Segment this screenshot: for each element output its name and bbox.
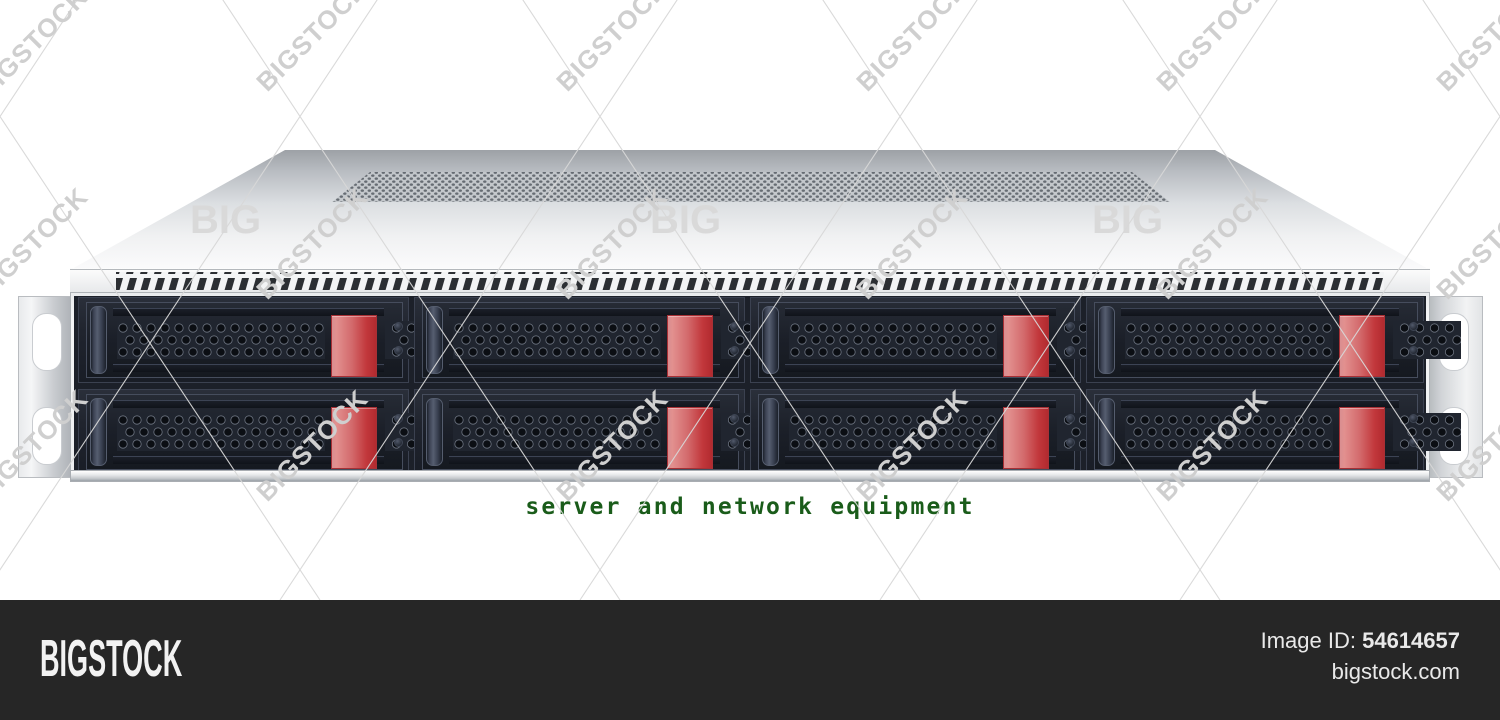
drive-vent-holes: [1125, 321, 1333, 359]
drive-activity-led: [394, 438, 403, 447]
drive-eject-lever[interactable]: [762, 306, 779, 374]
perforation-pattern: [454, 415, 660, 449]
drive-bay-row: [74, 296, 1461, 384]
drive-activity-led: [1066, 346, 1075, 355]
drive-vent-holes-right: [1393, 413, 1461, 451]
caption-text: server and network equipment: [525, 494, 975, 520]
rack-ear-slot: [32, 407, 62, 465]
drive-vent-holes: [117, 321, 325, 359]
drive-vent-holes: [453, 413, 661, 451]
drive-status-led: [1409, 322, 1418, 331]
drive-status-led: [730, 414, 739, 423]
drive-eject-lever[interactable]: [1098, 306, 1115, 374]
drive-bay[interactable]: [78, 389, 453, 475]
drive-bay[interactable]: [750, 297, 1125, 383]
drive-activity-led: [394, 346, 403, 355]
drive-vent-holes-right: [1393, 321, 1461, 359]
drive-latch-handle[interactable]: [1003, 315, 1049, 377]
chassis-top-svg: [70, 150, 1430, 296]
bigstock-logo: BIGSTOCK: [40, 630, 183, 688]
drive-vent-holes: [789, 321, 997, 359]
image-id-label: Image ID:: [1260, 628, 1356, 653]
drive-latch-handle[interactable]: [667, 407, 713, 469]
perforation-pattern: [1126, 415, 1332, 449]
drive-vent-holes: [1125, 413, 1333, 451]
chassis-bottom-rail: [70, 470, 1430, 482]
drive-vent-holes: [789, 413, 997, 451]
drive-tray[interactable]: [758, 302, 1125, 378]
drive-status-led: [730, 322, 739, 331]
drive-eject-lever[interactable]: [90, 306, 107, 374]
image-id-line: Image ID: 54614657: [1261, 626, 1460, 656]
drive-bay[interactable]: [414, 297, 789, 383]
footer-meta: Image ID: 54614657 bigstock.com: [1261, 626, 1460, 688]
drive-latch-handle[interactable]: [1339, 315, 1385, 377]
drive-activity-led: [1066, 438, 1075, 447]
drive-bay[interactable]: [1086, 389, 1461, 475]
drive-bay[interactable]: [414, 389, 789, 475]
drive-bay[interactable]: [78, 297, 453, 383]
perforation-pattern: [1399, 323, 1461, 357]
perforation-pattern: [118, 415, 324, 449]
drive-status-led: [394, 414, 403, 423]
bigstock-footer-bar: BIGSTOCK Image ID: 54614657 bigstock.com: [0, 600, 1500, 720]
drive-bay[interactable]: [1086, 297, 1461, 383]
drive-latch-handle[interactable]: [1003, 407, 1049, 469]
drive-latch-handle[interactable]: [667, 315, 713, 377]
drive-eject-lever[interactable]: [762, 398, 779, 466]
drive-bay-row: [74, 388, 1461, 476]
chassis-top-cover: BIG BIG BIG: [70, 150, 1430, 296]
drive-tray[interactable]: [86, 302, 453, 378]
drive-eject-lever[interactable]: [1098, 398, 1115, 466]
drive-tray[interactable]: [758, 394, 1125, 470]
drive-status-led: [1066, 414, 1075, 423]
front-bezel: [70, 292, 1461, 482]
drive-tray[interactable]: [422, 394, 789, 470]
front-bezel-inner: [74, 296, 1461, 478]
drive-activity-led: [1409, 346, 1418, 355]
drive-tray[interactable]: [86, 394, 453, 470]
drive-eject-lever[interactable]: [426, 398, 443, 466]
perforation-pattern: [454, 323, 660, 357]
perforation-pattern: [118, 323, 324, 357]
perforation-pattern: [1126, 323, 1332, 357]
drive-vent-holes: [117, 413, 325, 451]
site-url: bigstock.com: [1331, 659, 1460, 684]
drive-status-led: [1409, 414, 1418, 423]
drive-latch-handle[interactable]: [1339, 407, 1385, 469]
drive-activity-led: [730, 438, 739, 447]
perforation-pattern: [790, 323, 996, 357]
perforation-pattern: [790, 415, 996, 449]
perforation-pattern: [1399, 415, 1461, 449]
drive-status-led: [394, 322, 403, 331]
rack-ear-slot: [32, 313, 62, 371]
drive-eject-lever[interactable]: [90, 398, 107, 466]
drive-status-led: [1066, 322, 1075, 331]
drive-activity-led: [730, 346, 739, 355]
drive-latch-handle[interactable]: [331, 315, 377, 377]
drive-tray[interactable]: [422, 302, 789, 378]
drive-tray[interactable]: [1094, 302, 1461, 378]
drive-eject-lever[interactable]: [426, 306, 443, 374]
drive-activity-led: [1409, 438, 1418, 447]
drive-vent-holes: [453, 321, 661, 359]
rack-ear-left: [18, 296, 76, 478]
drive-tray[interactable]: [1094, 394, 1461, 470]
image-id-value: 54614657: [1362, 628, 1460, 653]
drive-bay[interactable]: [750, 389, 1125, 475]
drive-latch-handle[interactable]: [331, 407, 377, 469]
